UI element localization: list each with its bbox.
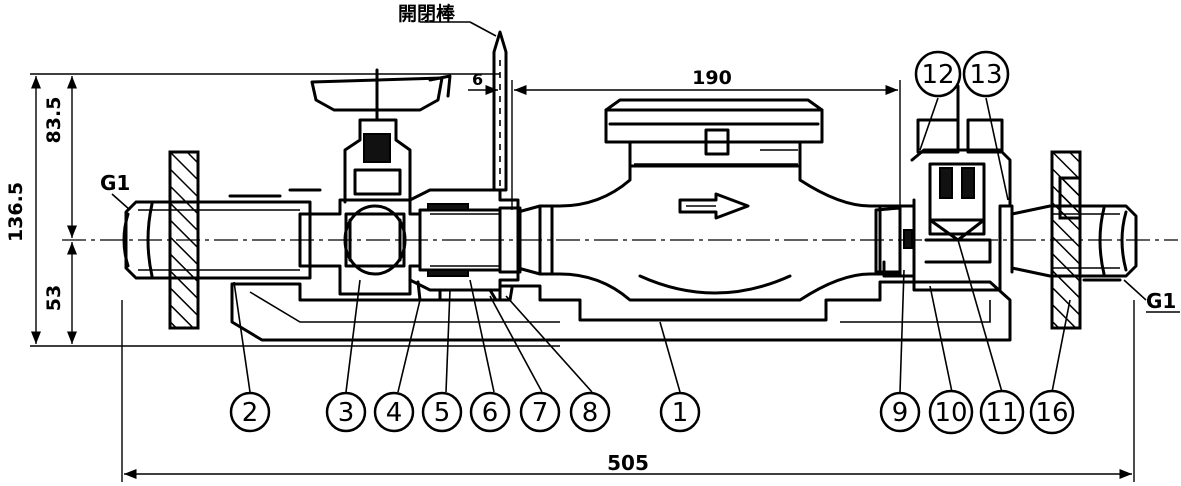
thread-right: G1 bbox=[1146, 289, 1176, 313]
dim-height-total: 136.5 bbox=[5, 182, 27, 242]
svg-text:9: 9 bbox=[892, 398, 909, 428]
part-bubble-8: 8 bbox=[569, 391, 611, 433]
svg-text:5: 5 bbox=[434, 398, 451, 428]
vertical-dimensions: 136.5 83.5 53 bbox=[5, 73, 560, 347]
dim-height-lower: 53 bbox=[43, 285, 65, 311]
svg-text:3: 3 bbox=[338, 398, 355, 428]
wall-left bbox=[168, 150, 200, 330]
svg-text:10: 10 bbox=[934, 398, 967, 428]
part-bubble-12: 12 bbox=[914, 50, 962, 98]
dim-overall: 505 bbox=[607, 451, 649, 475]
pipe-right bbox=[1010, 204, 1138, 282]
svg-text:11: 11 bbox=[985, 398, 1018, 428]
leader-lines bbox=[233, 97, 1071, 393]
water-meter bbox=[516, 98, 902, 302]
part-bubble-16: 16 bbox=[1029, 389, 1075, 435]
part-bubble-9: 9 bbox=[879, 391, 921, 433]
svg-text:7: 7 bbox=[532, 398, 549, 428]
part-bubble-2: 2 bbox=[229, 391, 271, 433]
overall-dimension: 505 bbox=[121, 300, 1135, 482]
part-bubble-1: 1 bbox=[659, 391, 701, 433]
ball-valve bbox=[298, 68, 452, 296]
part-bubble-4: 4 bbox=[373, 391, 415, 433]
svg-text:8: 8 bbox=[582, 398, 599, 428]
pipe-left bbox=[122, 188, 322, 280]
svg-text:4: 4 bbox=[386, 398, 403, 428]
svg-text:1: 1 bbox=[672, 398, 689, 428]
rod-label: 開閉棒 bbox=[398, 2, 456, 25]
svg-text:13: 13 bbox=[969, 60, 1002, 90]
svg-text:16: 16 bbox=[1035, 398, 1068, 428]
base-plate bbox=[230, 280, 1012, 342]
part-bubble-3: 3 bbox=[325, 391, 367, 433]
svg-text:2: 2 bbox=[242, 398, 259, 428]
part-bubble-10: 10 bbox=[928, 389, 974, 435]
svg-text:12: 12 bbox=[921, 60, 954, 90]
operating-rod: 開閉棒 bbox=[398, 2, 508, 192]
union-strainer bbox=[408, 188, 522, 302]
part-bubble-13: 13 bbox=[962, 50, 1010, 98]
meter-dimension: 190 6 bbox=[468, 67, 901, 210]
dim-meter: 190 bbox=[692, 67, 732, 89]
part-bubble-11: 11 bbox=[979, 389, 1025, 435]
right-assembly bbox=[874, 84, 1014, 292]
part-bubble-7: 7 bbox=[519, 391, 561, 433]
dim-height-upper: 83.5 bbox=[43, 97, 65, 144]
part-bubble-5: 5 bbox=[421, 391, 463, 433]
svg-text:6: 6 bbox=[482, 398, 499, 428]
part-bubble-6: 6 bbox=[469, 391, 511, 433]
dim-gap: 6 bbox=[472, 70, 483, 89]
thread-left: G1 bbox=[100, 171, 130, 195]
thread-labels: G1 G1 bbox=[100, 171, 1180, 313]
